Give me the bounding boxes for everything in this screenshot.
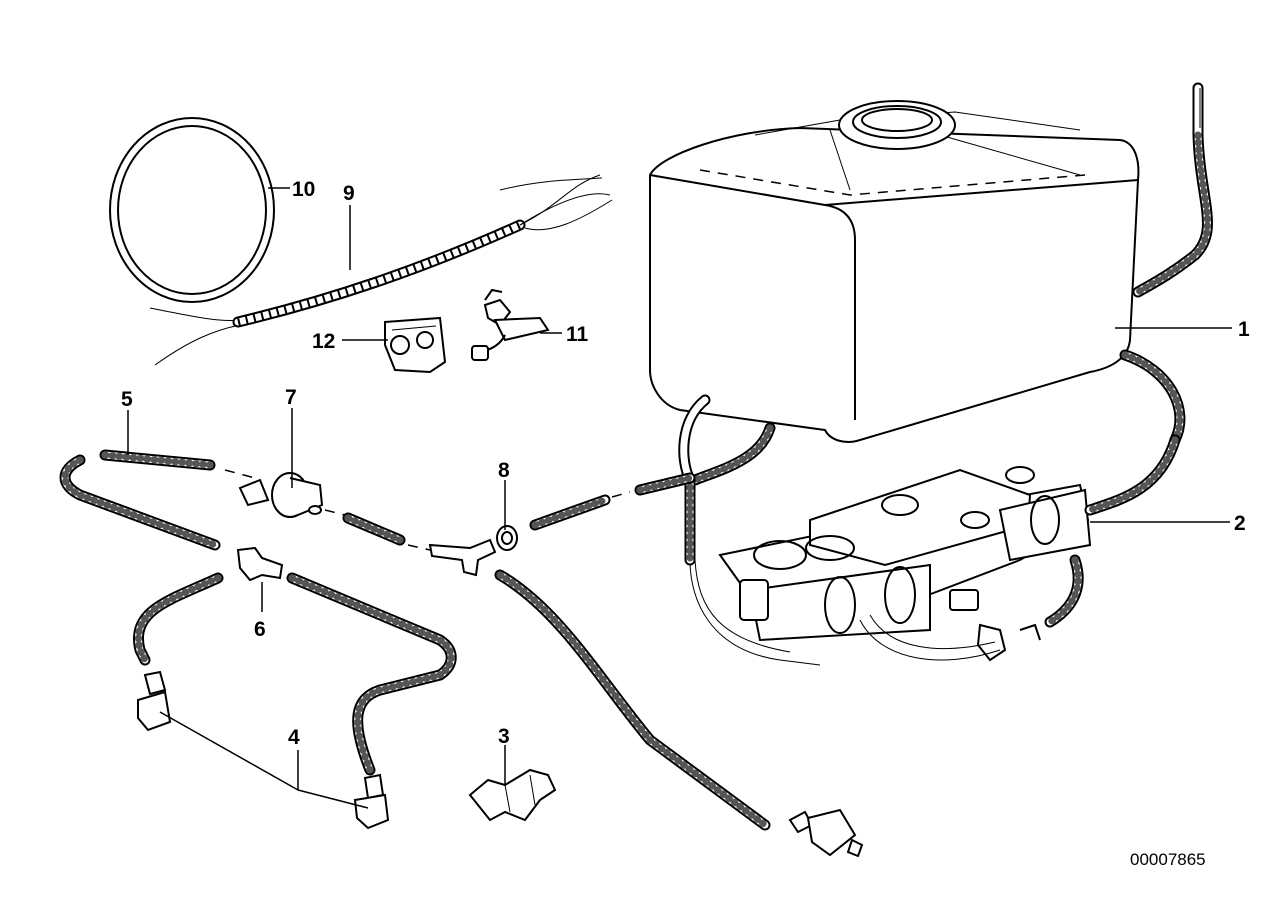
callout-9: 9 <box>343 182 355 205</box>
hose-part-5 <box>59 449 256 551</box>
callout-2: 2 <box>1234 512 1246 535</box>
callout-8: 8 <box>498 459 510 482</box>
wiring-harness-part-9 <box>149 174 613 366</box>
callout-6: 6 <box>254 618 266 641</box>
lower-hoses <box>133 569 771 831</box>
t-connector <box>428 538 497 577</box>
callout-3: 3 <box>498 725 510 748</box>
callout-labels: 1 2 3 4 5 6 7 8 9 10 11 12 <box>121 178 1250 749</box>
callout-12: 12 <box>312 330 335 353</box>
reservoir-hoses <box>678 349 1186 666</box>
check-valve-part-7 <box>238 472 346 518</box>
washer-reservoir-part-1 <box>649 82 1213 443</box>
nozzle-part-4 <box>137 670 864 858</box>
leader-lines <box>127 187 1232 809</box>
document-number: 00007865 <box>1130 850 1206 869</box>
y-connector-part-6 <box>236 546 284 582</box>
callout-11: 11 <box>566 323 589 346</box>
ring-seal-part-10 <box>109 117 275 303</box>
connecting-hoses <box>342 472 696 551</box>
callout-1: 1 <box>1238 318 1250 341</box>
callout-4: 4 <box>288 726 300 749</box>
clip-part-12 <box>384 316 447 374</box>
callout-7: 7 <box>285 386 297 409</box>
clip-part-11 <box>471 288 550 361</box>
grommet-part-8 <box>496 525 518 551</box>
bracket-clip-part-3 <box>468 768 557 822</box>
callout-10: 10 <box>292 178 315 201</box>
pump-bracket-part-2 <box>718 466 1092 662</box>
callout-5: 5 <box>121 388 133 411</box>
